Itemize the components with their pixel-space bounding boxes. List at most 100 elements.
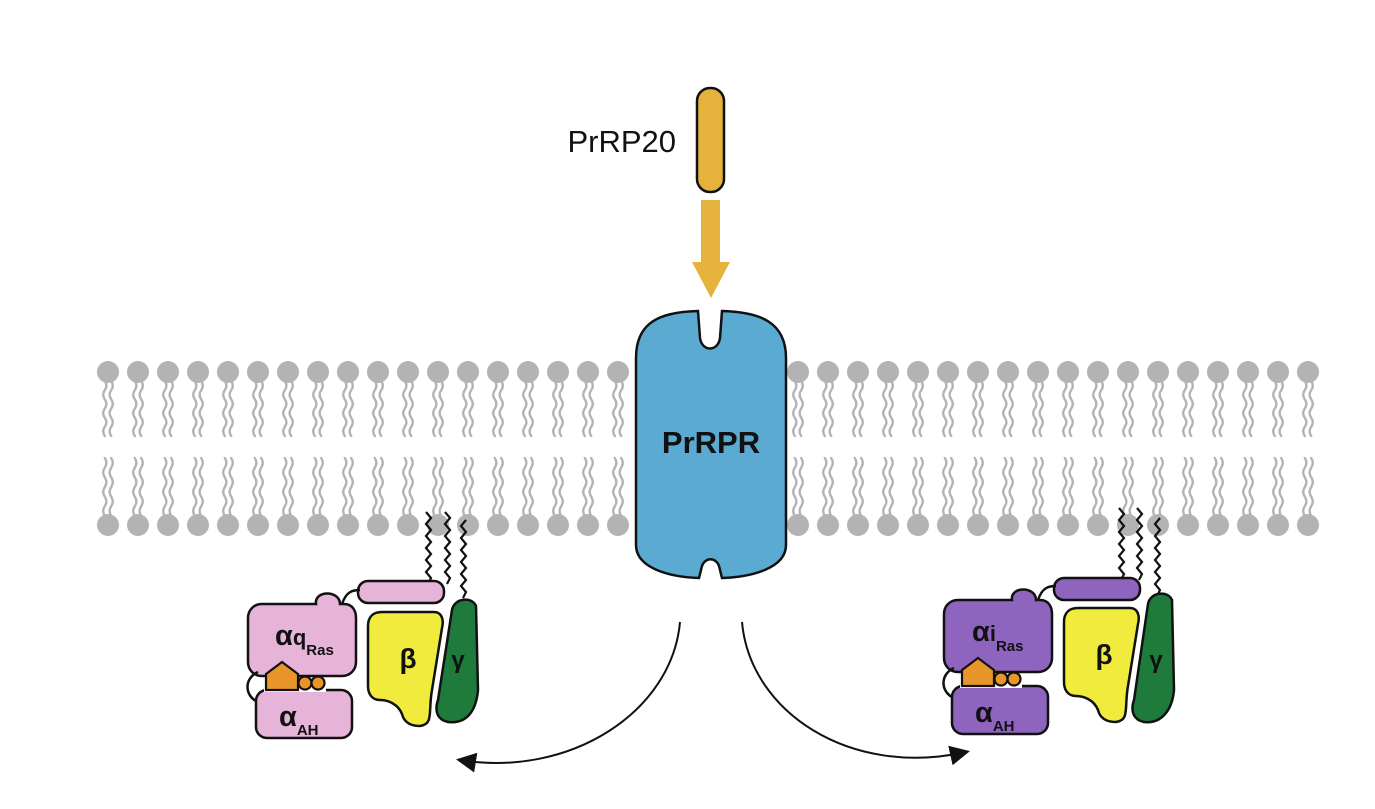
lipid-head [607, 514, 629, 536]
lipid-head [787, 514, 809, 536]
lipid-head [1237, 361, 1259, 383]
lipid-tail [288, 379, 294, 438]
lipid-tail [1002, 379, 1008, 438]
lipid-tail [258, 456, 264, 518]
lipid-tail [828, 379, 834, 438]
lipid-head [397, 514, 419, 536]
lipid-head [367, 514, 389, 536]
lipid-tail [258, 379, 264, 438]
lipid-head [1087, 514, 1109, 536]
lipid-tail [162, 379, 168, 438]
lipid-head [397, 361, 419, 383]
lipid-tail [372, 379, 378, 438]
lipid-tail [1122, 456, 1128, 518]
lipid-tail [222, 379, 228, 438]
lipid-tail [498, 456, 504, 518]
lipid-tail [1002, 456, 1008, 518]
lipid-tail [942, 379, 948, 438]
prrpr-receptor: PrRPR [634, 309, 788, 580]
prrp20-ligand: PrRP20 [567, 86, 726, 194]
lipid-tail [102, 379, 108, 438]
binding-arrow [692, 200, 730, 298]
lipid-tail [1008, 379, 1014, 438]
lipid-head [1207, 514, 1229, 536]
lipid-tail [348, 456, 354, 518]
lipid-head [1267, 514, 1289, 536]
ligand-label: PrRP20 [567, 124, 676, 159]
lipid-head [187, 361, 209, 383]
lipid-tail [168, 379, 174, 438]
lipid-head [1027, 514, 1049, 536]
lipid-tail [1302, 456, 1308, 518]
lipid-head [847, 514, 869, 536]
lipid-tail [1212, 379, 1218, 438]
lipid-tail [1212, 456, 1218, 518]
lipid-tail [582, 456, 588, 518]
lipid-tail [798, 456, 804, 518]
lipid-tail [342, 456, 348, 518]
lipid-head [487, 361, 509, 383]
lipid-tail [1278, 456, 1284, 518]
lipid-head [1117, 361, 1139, 383]
lipid-tail [438, 379, 444, 438]
lipid-head [967, 361, 989, 383]
lipid-head [1297, 361, 1319, 383]
lipid-tail [792, 379, 798, 438]
lipid-head [1147, 361, 1169, 383]
lipid-tail [468, 379, 474, 438]
lipid-tail [1188, 456, 1194, 518]
lipid-head [967, 514, 989, 536]
lipid-tail [1152, 456, 1158, 518]
lipid-tail [132, 379, 138, 438]
lipid-tail [552, 379, 558, 438]
lipid-head [157, 361, 179, 383]
phosphate-icon [993, 671, 1009, 687]
lipid-head [847, 361, 869, 383]
phosphate-icon [310, 675, 326, 691]
lipid-head [97, 514, 119, 536]
lipid-head [1027, 361, 1049, 383]
lipid-tail [912, 456, 918, 518]
lipid-head [277, 361, 299, 383]
lipid-tail [498, 379, 504, 438]
gamma-label: γ [451, 647, 465, 674]
lipid-head [817, 361, 839, 383]
lipid-tail [1278, 379, 1284, 438]
lipid-tail [948, 456, 954, 518]
lipid-tail [942, 456, 948, 518]
lipid-head [277, 514, 299, 536]
lipid-tail [1032, 456, 1038, 518]
lipid-tail [792, 456, 798, 518]
lipid-tail [1038, 379, 1044, 438]
lipid-tail [402, 379, 408, 438]
lipid-tail [402, 456, 408, 518]
lipid-head [337, 361, 359, 383]
lipid-head [307, 361, 329, 383]
lipid-tail [228, 456, 234, 518]
lipid-tail [408, 379, 414, 438]
lipid-tail [1218, 379, 1224, 438]
lipid-tail [1272, 379, 1278, 438]
lipid-tail [948, 379, 954, 438]
lipid-head [217, 361, 239, 383]
lipid-tail [618, 379, 624, 438]
lipid-head [1267, 361, 1289, 383]
lipid-head [1297, 514, 1319, 536]
lipid-tail [108, 379, 114, 438]
lipid-head [457, 514, 479, 536]
lipid-tail [552, 456, 558, 518]
lipid-tail [918, 456, 924, 518]
lipid-head [517, 514, 539, 536]
lipid-tail [1182, 379, 1188, 438]
beta-subunit [366, 610, 444, 728]
lipid-tail [462, 456, 468, 518]
lipid-tail [1062, 456, 1068, 518]
lipid-head [1237, 514, 1259, 536]
alpha-ras-label: αqRas [275, 620, 334, 659]
lipid-tail [372, 456, 378, 518]
alpha-ras-domain [942, 588, 1054, 674]
alpha-ras-domain [246, 592, 358, 678]
lipid-head [577, 514, 599, 536]
lipid-tail [252, 379, 258, 438]
